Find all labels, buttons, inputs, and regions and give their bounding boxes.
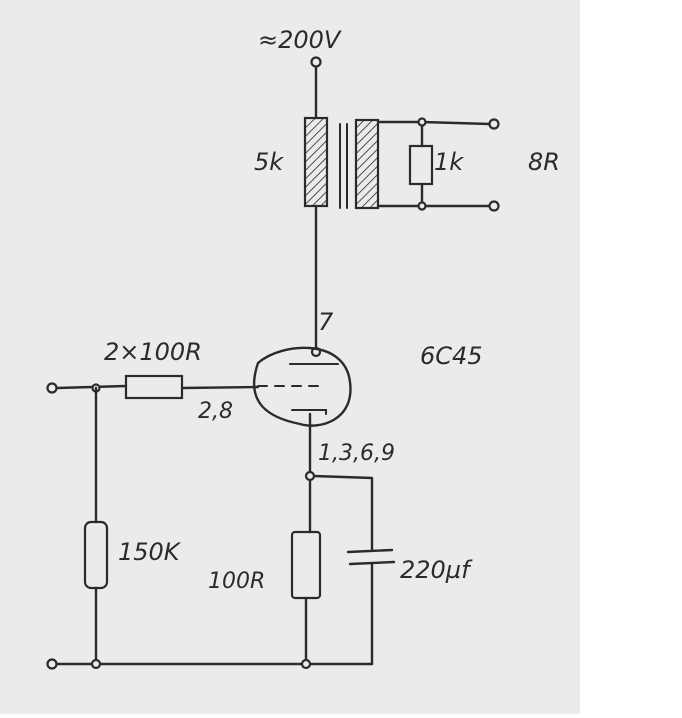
- cathode-pins-label: 1,3,6,9: [318, 441, 395, 466]
- input-network: [46, 374, 260, 400]
- supply-terminal: [310, 56, 322, 68]
- grid-leak-branch: [83, 386, 109, 666]
- ground-terminal: [46, 658, 58, 670]
- primary-impedance-label: 5k: [254, 148, 284, 176]
- transformer-primary-winding: [303, 116, 329, 208]
- bypass-capacitor-label: 220µf: [400, 556, 473, 584]
- junction-node: [90, 658, 102, 670]
- tube-envelope: [252, 346, 352, 427]
- grid-pins-label: 2,8: [198, 399, 233, 424]
- paper-background: [0, 0, 580, 714]
- cathode-network: [290, 424, 396, 666]
- ground-rail: [46, 658, 374, 670]
- input-terminal: [46, 382, 58, 394]
- speaker-terminal-top: [488, 118, 500, 130]
- secondary-resistor-label: 1k: [434, 148, 464, 176]
- triode-tube: [252, 346, 352, 428]
- capacitor-plate-top: [346, 548, 394, 554]
- transformer-secondary-winding: [354, 118, 380, 210]
- junction-node: [417, 117, 427, 127]
- anode-pin-label: 7: [318, 308, 334, 336]
- junction-node: [300, 658, 312, 670]
- tube-type-label: 6C45: [420, 342, 483, 370]
- supply-rail: [310, 56, 322, 120]
- grid-leak-label: 150K: [118, 538, 182, 566]
- speaker-terminal-bottom: [488, 200, 500, 212]
- junction-node: [417, 201, 427, 211]
- output-transformer: [303, 116, 500, 212]
- speaker-impedance-label: 8R: [528, 148, 560, 176]
- grid-resistor-label: 2×100R: [104, 338, 202, 366]
- supply-voltage-label: ≈200V: [258, 26, 342, 54]
- cathode-resistor-label: 100R: [208, 569, 265, 594]
- page-margin: [580, 0, 682, 714]
- tube-cathode: [291, 409, 327, 415]
